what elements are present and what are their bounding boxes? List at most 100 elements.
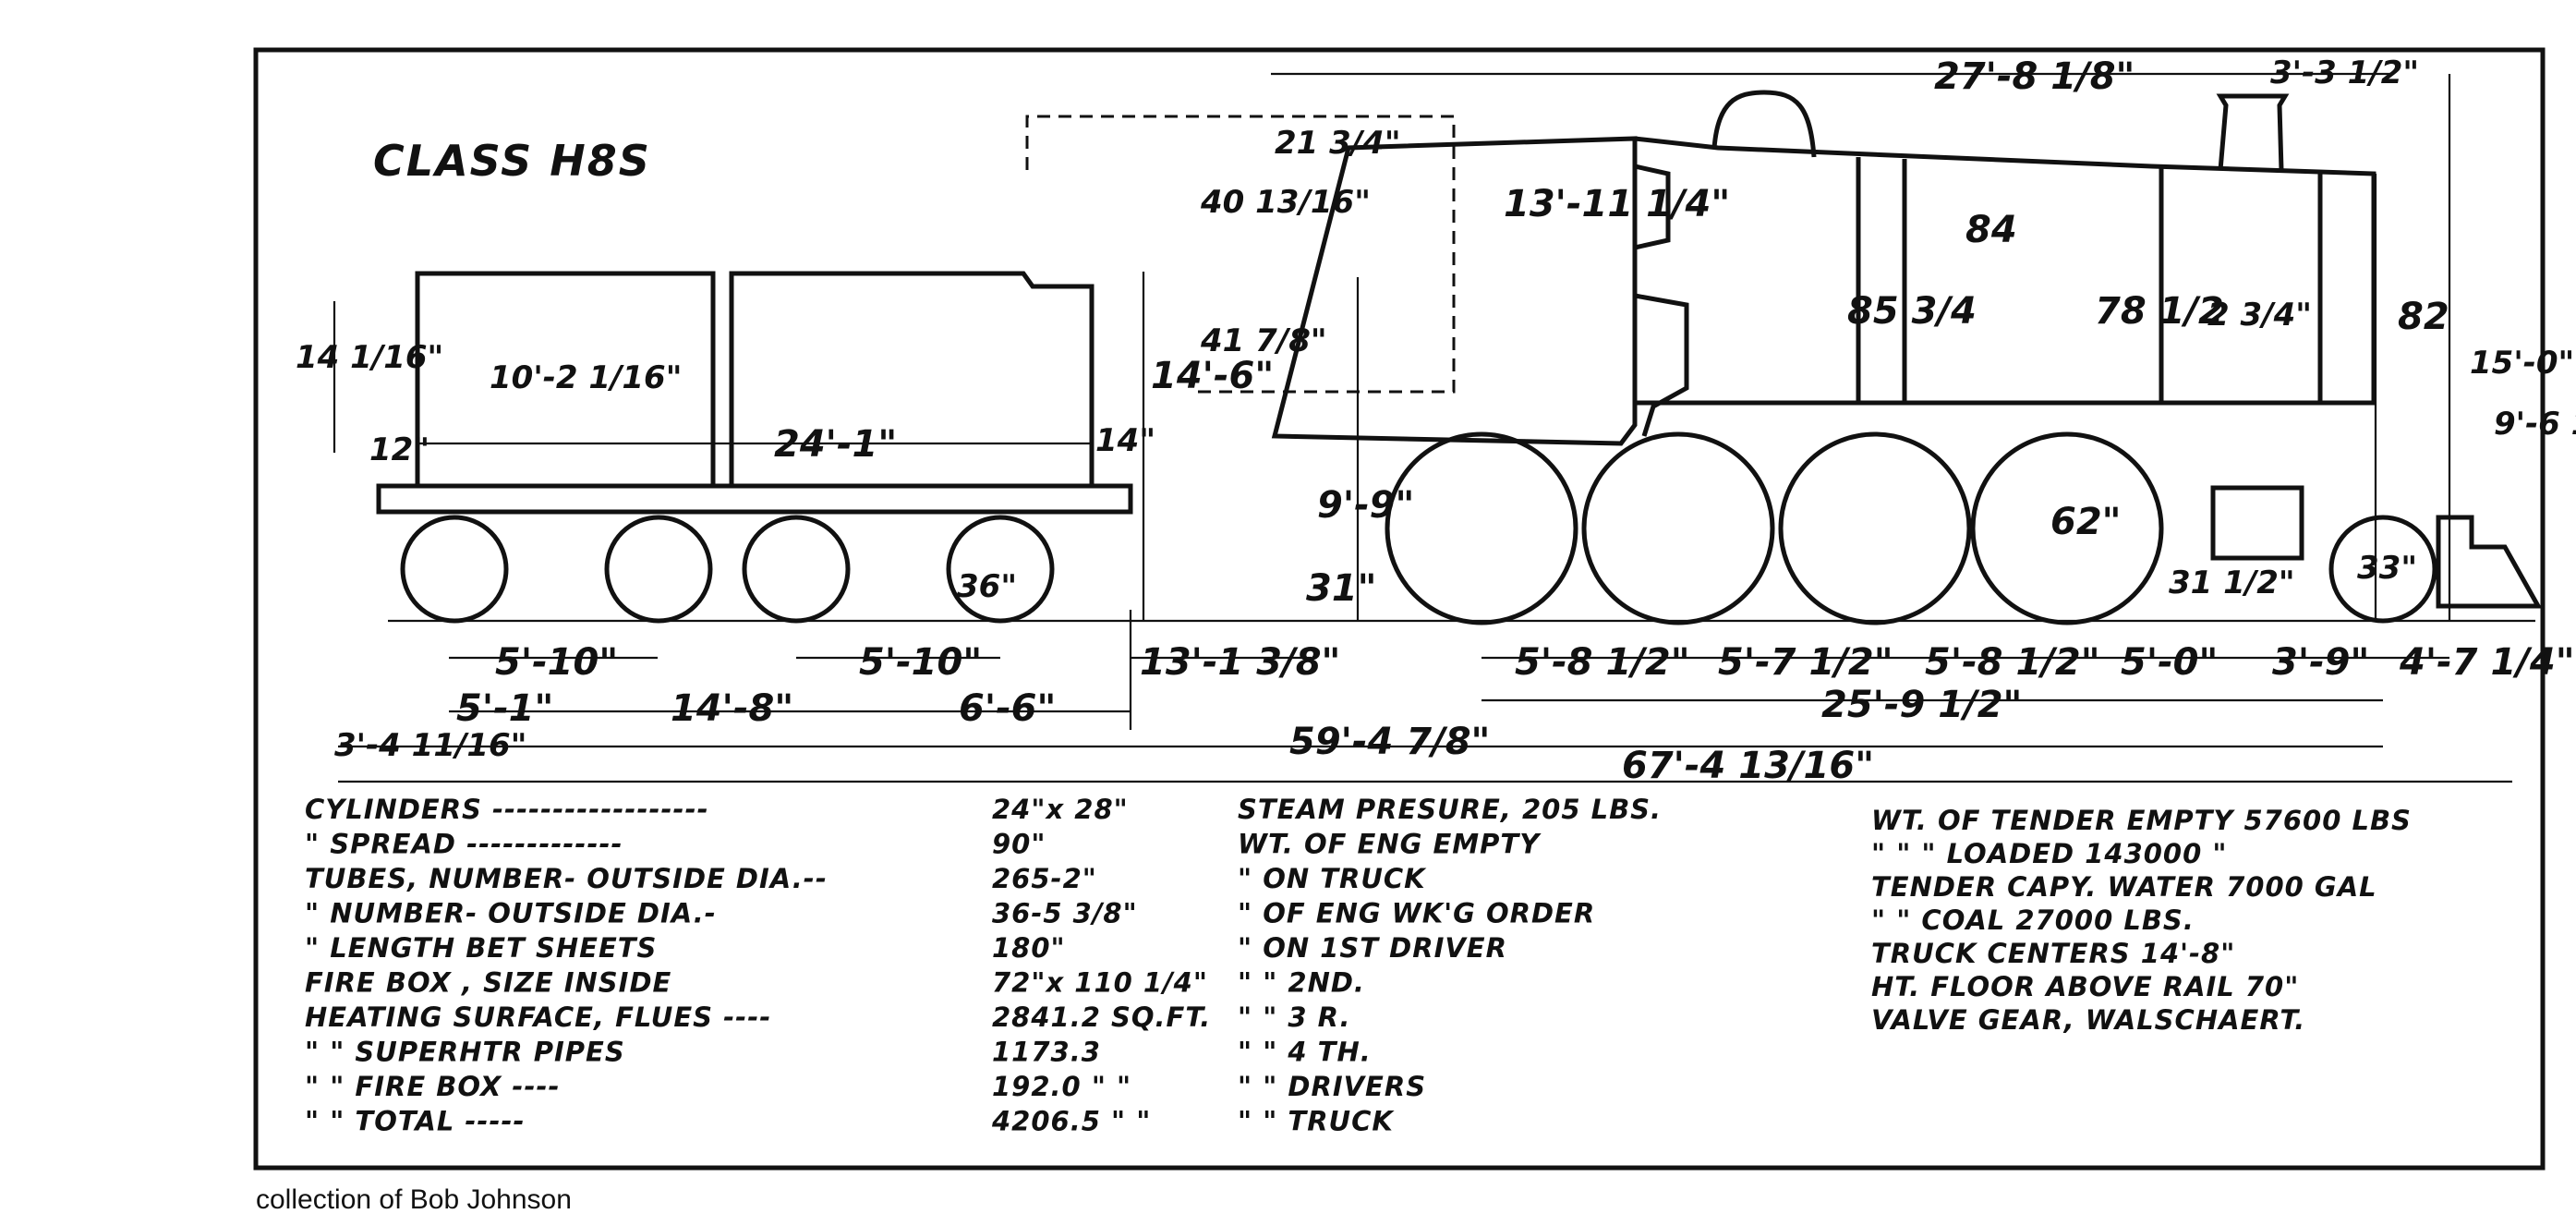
spec-left-value: 4206.5 " ": [991, 1106, 1151, 1137]
diagram-title: CLASS H8S: [373, 136, 651, 186]
dim-truck-b2: 6'-6": [959, 687, 1056, 730]
dimension-lines: [333, 72, 2512, 783]
dim-cab-roof: 13'-11 1/4": [1504, 183, 1730, 225]
dim-truck-centers: 14'-8": [671, 687, 793, 730]
tender-wheel-2: [604, 515, 713, 624]
spec-right-line: TENDER CAPY. WATER 7000 GAL: [1871, 871, 2377, 903]
spec-left-label: HEATING SURFACE, FLUES ----: [305, 1001, 771, 1033]
spec-left-value: 1173.3: [992, 1037, 1101, 1068]
pilot: [2436, 515, 2543, 609]
spec-mid-line: " " 2ND.: [1238, 967, 1365, 999]
engine: [1025, 90, 2543, 625]
cab: [1271, 136, 1638, 446]
dim-boiler-c: 78 1/2: [2095, 290, 2224, 333]
dim-boiler-a: 85 3/4: [1847, 290, 1977, 333]
spec-right-line: " " " LOADED 143000 ": [1871, 838, 2227, 869]
driver-3: [1778, 431, 1972, 625]
dim-axle-height: 31": [1306, 567, 1377, 610]
spec-mid-line: WT. OF ENG EMPTY: [1238, 829, 1542, 860]
spec-left-value: 2841.2 SQ.FT.: [992, 1001, 1211, 1033]
spec-left-label: CYLINDERS ------------------: [305, 794, 709, 825]
dim-cab-height: 40 13/16": [1200, 184, 1371, 221]
spec-mid-line: " " 4 TH.: [1238, 1037, 1372, 1068]
dim-pilot-wheel: 33": [2357, 550, 2417, 587]
spec-right-line: HT. FLOOR ABOVE RAIL 70": [1871, 971, 2299, 1002]
dim-driver-1: 5'-8 1/2": [1515, 641, 1690, 684]
dim-top-length: 27'-8 1/8": [1934, 55, 2135, 98]
driver-2: [1581, 431, 1775, 625]
cab-window: [1634, 164, 1671, 250]
spec-right-line: VALVE GEAR, WALSCHAERT.: [1871, 1004, 2305, 1036]
driver-4: [1970, 431, 2164, 625]
driver-1: [1385, 431, 1578, 625]
dim-driver: 62": [2050, 501, 2122, 543]
tender-wheel-1: [400, 515, 509, 624]
dim-overall-height: 15'-0": [2470, 345, 2574, 382]
spec-left-label: " " SUPERHTR PIPES: [305, 1037, 625, 1068]
dim-pilot-1: 3'-9": [2272, 641, 2369, 684]
caption: collection of Bob Johnson: [256, 1184, 572, 1215]
spec-mid-line: " ON TRUCK: [1238, 863, 1427, 894]
cab-roof-outline: [1025, 115, 1456, 394]
dim-tender-length: 24'-1": [774, 423, 897, 466]
dim-driver-4: 5'-0": [2121, 641, 2218, 684]
dim-driver-2: 5'-7 1/2": [1718, 641, 1893, 684]
firebox: [1634, 293, 1689, 437]
spec-mid-line: " " DRIVERS: [1238, 1071, 1426, 1102]
dim-tender-front: 13'-1 3/8": [1140, 641, 1340, 684]
dim-wheelbase-eng: 25'-9 1/2": [1821, 684, 2022, 726]
dim-tender-body: 10'-2 1/16": [490, 359, 682, 396]
dim-wheelbase-total: 59'-4 7/8": [1289, 721, 1490, 763]
dim-pilot-2: 4'-7 1/4": [2399, 641, 2575, 684]
spec-left-label: " LENGTH BET SHEETS: [305, 932, 657, 964]
specs-right: WT. OF TENDER EMPTY 57600 LBS" " " LOADE…: [1871, 805, 2411, 1036]
spec-right-line: TRUCK CENTERS 14'-8": [1871, 938, 2235, 969]
dim-tender-wheel: 36": [957, 568, 1017, 605]
dim-smokebox: 82: [2398, 296, 2449, 338]
spec-mid-line: " ON 1ST DRIVER: [1238, 932, 1507, 964]
steam-dome: [1711, 90, 1817, 158]
dim-boiler-b: 84: [1965, 209, 2017, 251]
spec-mid-line: STEAM PRESURE, 205 LBS.: [1238, 794, 1662, 825]
dim-running-board: 9'-9": [1317, 484, 1414, 527]
spec-left-label: TUBES, NUMBER- OUTSIDE DIA.--: [305, 863, 828, 894]
dim-pilot-height: 31 1/2": [2169, 564, 2295, 601]
dim-top-stack: 3'-3 1/2": [2270, 55, 2419, 91]
smokestack: [2216, 93, 2290, 171]
dim-overall-length: 67'-4 13/16": [1622, 745, 1874, 787]
dim-cab-offset: 21 3/4": [1275, 125, 1401, 162]
spec-left-value: 90": [992, 829, 1046, 860]
dimension-labels: 27'-8 1/8" 3'-3 1/2" 21 3/4" 40 13/16" 4…: [296, 55, 2576, 787]
dim-driver-3: 5'-8 1/2": [1925, 641, 2100, 684]
spec-left-value: 72"x 110 1/4": [992, 967, 1208, 999]
spec-left-value: 36-5 3/8": [992, 898, 1138, 929]
dim-tender-height: 14'-6": [1151, 355, 1274, 397]
spec-left-value: 24"x 28": [992, 794, 1129, 825]
tender-wheel-4: [946, 515, 1055, 624]
cylinder: [2210, 485, 2304, 561]
boiler-top: [1634, 136, 2376, 406]
spec-mid-line: " " 3 R.: [1238, 1001, 1351, 1033]
dim-truck-b: 5'-10": [859, 641, 982, 684]
tender-wheel-3: [742, 515, 851, 624]
dim-tender-gap: 14": [1095, 422, 1155, 459]
spec-left-label: " " FIRE BOX ----: [305, 1071, 561, 1102]
dim-tender-rear: 3'-4 11/16": [334, 727, 526, 764]
dim-truck-a: 5'-10": [495, 641, 618, 684]
spec-left-value: 192.0 " ": [992, 1071, 1131, 1102]
spec-left-label: FIRE BOX , SIZE INSIDE: [305, 967, 671, 999]
spec-left-label: " NUMBER- OUTSIDE DIA.-: [305, 898, 717, 929]
spec-left-label: " SPREAD -------------: [305, 829, 623, 860]
spec-right-line: " " COAL 27000 LBS.: [1871, 904, 2195, 936]
dim-tender-end: 12": [369, 431, 429, 468]
tender-frame: [376, 483, 1133, 515]
spec-left-value: 180": [992, 932, 1066, 964]
spec-left-value: 265-2": [992, 863, 1097, 894]
dim-tender-top: 14 1/16": [296, 339, 443, 376]
dim-truck-a2: 5'-1": [456, 687, 553, 730]
specs-mid: STEAM PRESURE, 205 LBS.WT. OF ENG EMPTY"…: [1238, 794, 1662, 1137]
dim-side-height: 9'-6 1/2": [2494, 406, 2576, 443]
drawing-border: [253, 47, 2546, 1171]
tender: [376, 271, 1133, 624]
